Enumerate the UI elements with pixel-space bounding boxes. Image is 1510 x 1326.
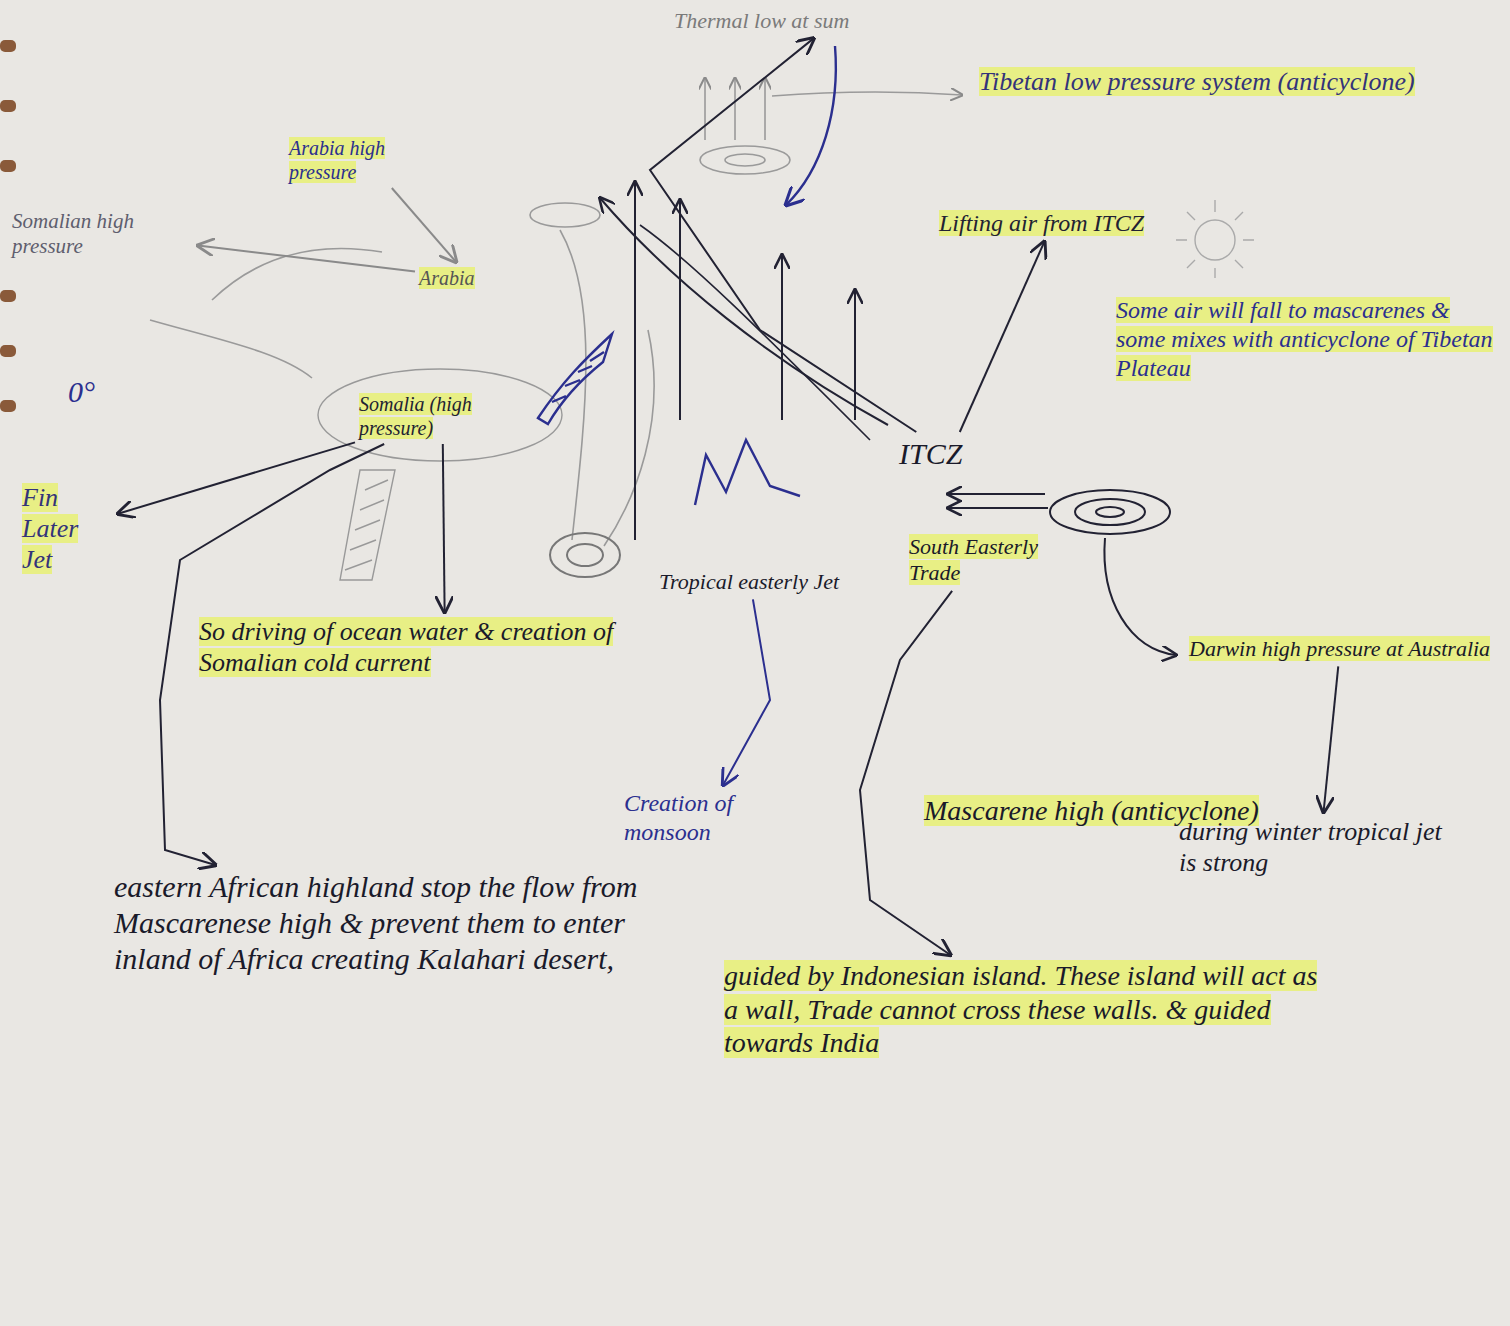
mascarene-anticyclone <box>550 533 620 577</box>
note-block: Arabia high pressure <box>285 132 450 188</box>
africa-coast <box>150 320 312 378</box>
rising-air-arrow <box>854 290 856 420</box>
findlater-jet-band <box>538 334 612 424</box>
easterly-jet-zigzag <box>695 440 800 505</box>
note-text: during winter tropical jet is strong <box>1179 817 1442 877</box>
leader-line <box>772 92 962 96</box>
flow-arrow <box>1324 666 1339 812</box>
rising-air-arrow <box>781 255 783 420</box>
darwin-anticyclone <box>1096 507 1124 517</box>
note-block: Thermal low at sum <box>670 4 1000 38</box>
flow-arrow <box>860 591 952 955</box>
note-block: eastern African highland stop the flow f… <box>110 865 710 981</box>
note-text: Thermal low at sum <box>674 8 849 33</box>
thermal-low-ring <box>530 203 600 227</box>
binding-ring <box>0 290 16 302</box>
note-block: Fin Later Jet <box>18 478 118 580</box>
note-text: Creation of monsoon <box>624 790 733 845</box>
highland-hatch <box>340 470 395 580</box>
note-text: South Easterly Trade <box>909 534 1038 585</box>
note-text: Arabia high pressure <box>289 137 385 183</box>
note-text: So driving of ocean water & creation of … <box>199 617 613 677</box>
flow-arrow <box>443 444 445 612</box>
note-text: Tibetan low pressure system (anticyclone… <box>979 67 1415 96</box>
note-text: ITCZ <box>899 437 962 470</box>
note-text: Somalia (high pressure) <box>359 393 472 439</box>
note-block: guided by Indonesian island. These islan… <box>720 955 1340 1064</box>
note-block: during winter tropical jet is strong <box>1175 812 1465 882</box>
mascarene-anticyclone <box>567 544 603 566</box>
note-block: Somalian high pressure <box>8 205 198 263</box>
note-block: Some air will fall to mascarenes & some … <box>1112 292 1497 386</box>
binding-ring <box>0 40 16 52</box>
leader-line <box>1104 538 1176 655</box>
note-text: Lifting air from ITCZ <box>939 210 1144 236</box>
binding-ring <box>0 400 16 412</box>
flow-arrow <box>723 599 770 785</box>
note-text: eastern African highland stop the flow f… <box>114 870 637 975</box>
india-east-coast <box>604 330 654 546</box>
note-block: Somalia (high pressure) <box>355 388 530 444</box>
note-block: Tropical easterly Jet <box>655 565 845 599</box>
rising-air-arrow <box>704 78 706 140</box>
trade-wind-arrow <box>948 507 1048 509</box>
sun-rays <box>1176 200 1254 278</box>
note-text: Some air will fall to mascarenes & some … <box>1116 297 1493 381</box>
arabia-coast <box>212 248 382 300</box>
note-block: Darwin high pressure at Australia <box>1185 632 1495 666</box>
thermal-low-ring <box>700 146 790 174</box>
note-text: Tropical easterly Jet <box>659 569 839 594</box>
darwin-anticyclone <box>1075 499 1145 525</box>
note-block: Creation of monsoon <box>620 785 790 851</box>
note-block: Tibetan low pressure system (anticyclone… <box>975 62 1495 101</box>
itcz-flow <box>600 198 888 425</box>
binding-ring <box>0 100 16 112</box>
note-block: Lifting air from ITCZ <box>935 205 1170 242</box>
rising-air-arrow <box>764 78 766 140</box>
flow-arrow <box>198 246 415 272</box>
note-block: Arabia <box>415 262 525 294</box>
flow-arrow <box>392 188 456 262</box>
rising-air-arrow <box>734 78 736 140</box>
binding-ring <box>0 345 16 357</box>
note-block: So driving of ocean water & creation of … <box>195 612 695 682</box>
trade-wind-arrow <box>948 493 1045 495</box>
flow-arrow <box>118 442 355 513</box>
binding-ring <box>0 160 16 172</box>
note-text: Arabia <box>419 267 475 289</box>
latitude-label: 0° <box>66 372 97 412</box>
rising-air-arrow <box>679 200 681 420</box>
note-text: guided by Indonesian island. These islan… <box>724 960 1317 1058</box>
thermal-low-ring <box>725 154 765 166</box>
flow-arrow <box>960 242 1045 432</box>
note-text: Somalian high pressure <box>12 209 134 258</box>
somalia-high-ring <box>318 369 562 461</box>
note-text: Darwin high pressure at Australia <box>1189 636 1490 661</box>
note-text: Fin Later Jet <box>22 483 78 574</box>
flow-arrow <box>650 38 916 432</box>
darwin-anticyclone <box>1050 490 1170 534</box>
sun-symbol <box>1195 220 1235 260</box>
note-block: ITCZ <box>895 432 1005 476</box>
subsiding-air-arrow <box>786 46 836 205</box>
itcz-flow <box>640 225 870 440</box>
note-block: South Easterly Trade <box>905 530 1045 591</box>
